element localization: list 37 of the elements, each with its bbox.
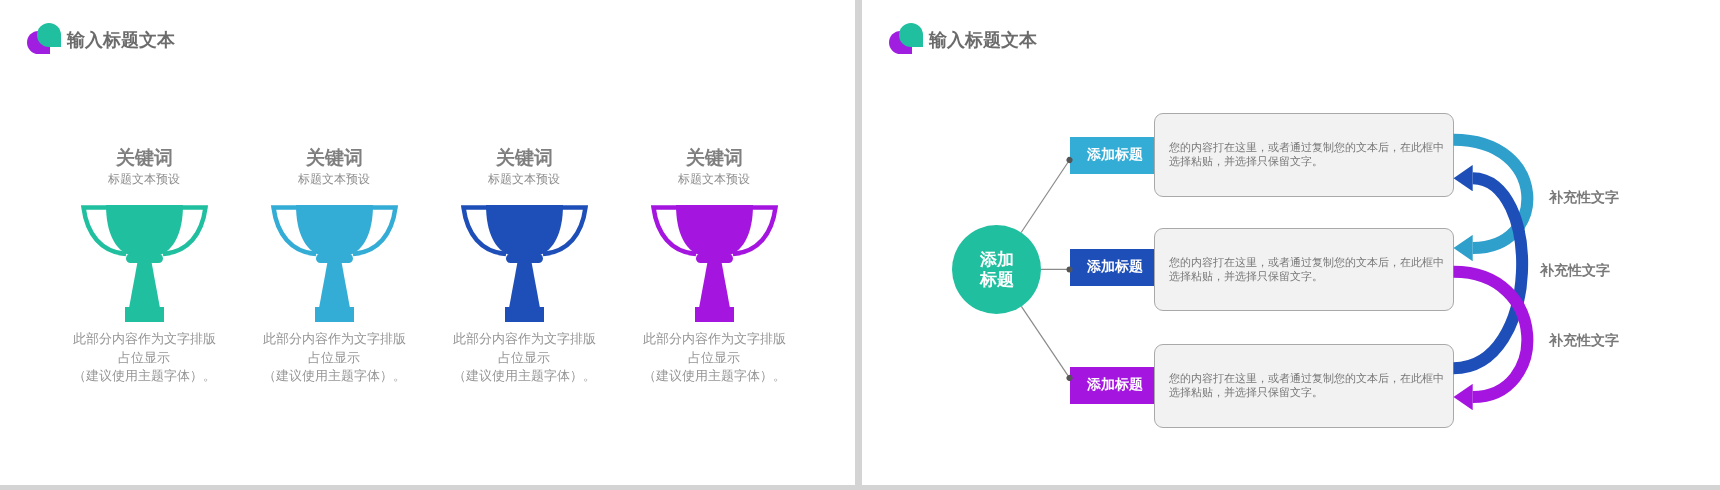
curved-arrow [1452, 133, 1534, 262]
slide-title: 输入标题文本 [67, 28, 175, 51]
subtitle: 标题文本预设 [488, 171, 560, 187]
body-text: 此部分内容作为文字排版占位显示 [71, 331, 217, 367]
topic-circle: 添加标题 [952, 225, 1041, 314]
slide-title: 输入标题文本 [928, 28, 1037, 51]
content-card [1153, 344, 1454, 428]
keyword-heading: 关键词 [305, 146, 363, 170]
connector-line [1020, 305, 1073, 381]
body-text: 此部分内容作为文字排版占位显示 [261, 331, 407, 367]
curved-arrow [1452, 165, 1528, 375]
content-card [1153, 227, 1454, 312]
curved-arrow [1452, 265, 1534, 411]
body-text: （建议使用主题字体）。 [641, 368, 787, 385]
body-text: （建议使用主题字体）。 [451, 368, 597, 385]
title-tag: 添加标题 [1069, 137, 1154, 174]
keyword-heading: 关键词 [685, 146, 743, 170]
body-text: （建议使用主题字体）。 [261, 368, 407, 385]
side-note: 补充性文字 [1549, 331, 1619, 349]
body-text: （建议使用主题字体）。 [71, 368, 217, 385]
content-card [1153, 113, 1454, 197]
subtitle: 标题文本预设 [108, 171, 180, 187]
keyword-heading: 关键词 [115, 146, 173, 170]
body-text: 您的内容打在这里，或者通过复制您的文本后，在此框中选择粘贴，并选择只保留文字。 [1168, 254, 1445, 283]
title-tag: 添加标题 [1069, 367, 1154, 404]
keyword-heading: 关键词 [495, 146, 553, 170]
title-tag: 添加标题 [1069, 249, 1154, 286]
side-note: 补充性文字 [1549, 188, 1619, 206]
body-text: 此部分内容作为文字排版占位显示 [641, 331, 787, 367]
subtitle: 标题文本预设 [298, 171, 370, 187]
connector-line [1040, 266, 1073, 273]
side-note: 补充性文字 [1540, 261, 1610, 279]
subtitle: 标题文本预设 [678, 171, 750, 187]
connector-line [1020, 157, 1073, 234]
body-text: 您的内容打在这里，或者通过复制您的文本后，在此框中选择粘贴，并选择只保留文字。 [1168, 371, 1445, 399]
body-text: 此部分内容作为文字排版占位显示 [451, 331, 597, 367]
body-text: 您的内容打在这里，或者通过复制您的文本后，在此框中选择粘贴，并选择只保留文字。 [1168, 140, 1445, 168]
